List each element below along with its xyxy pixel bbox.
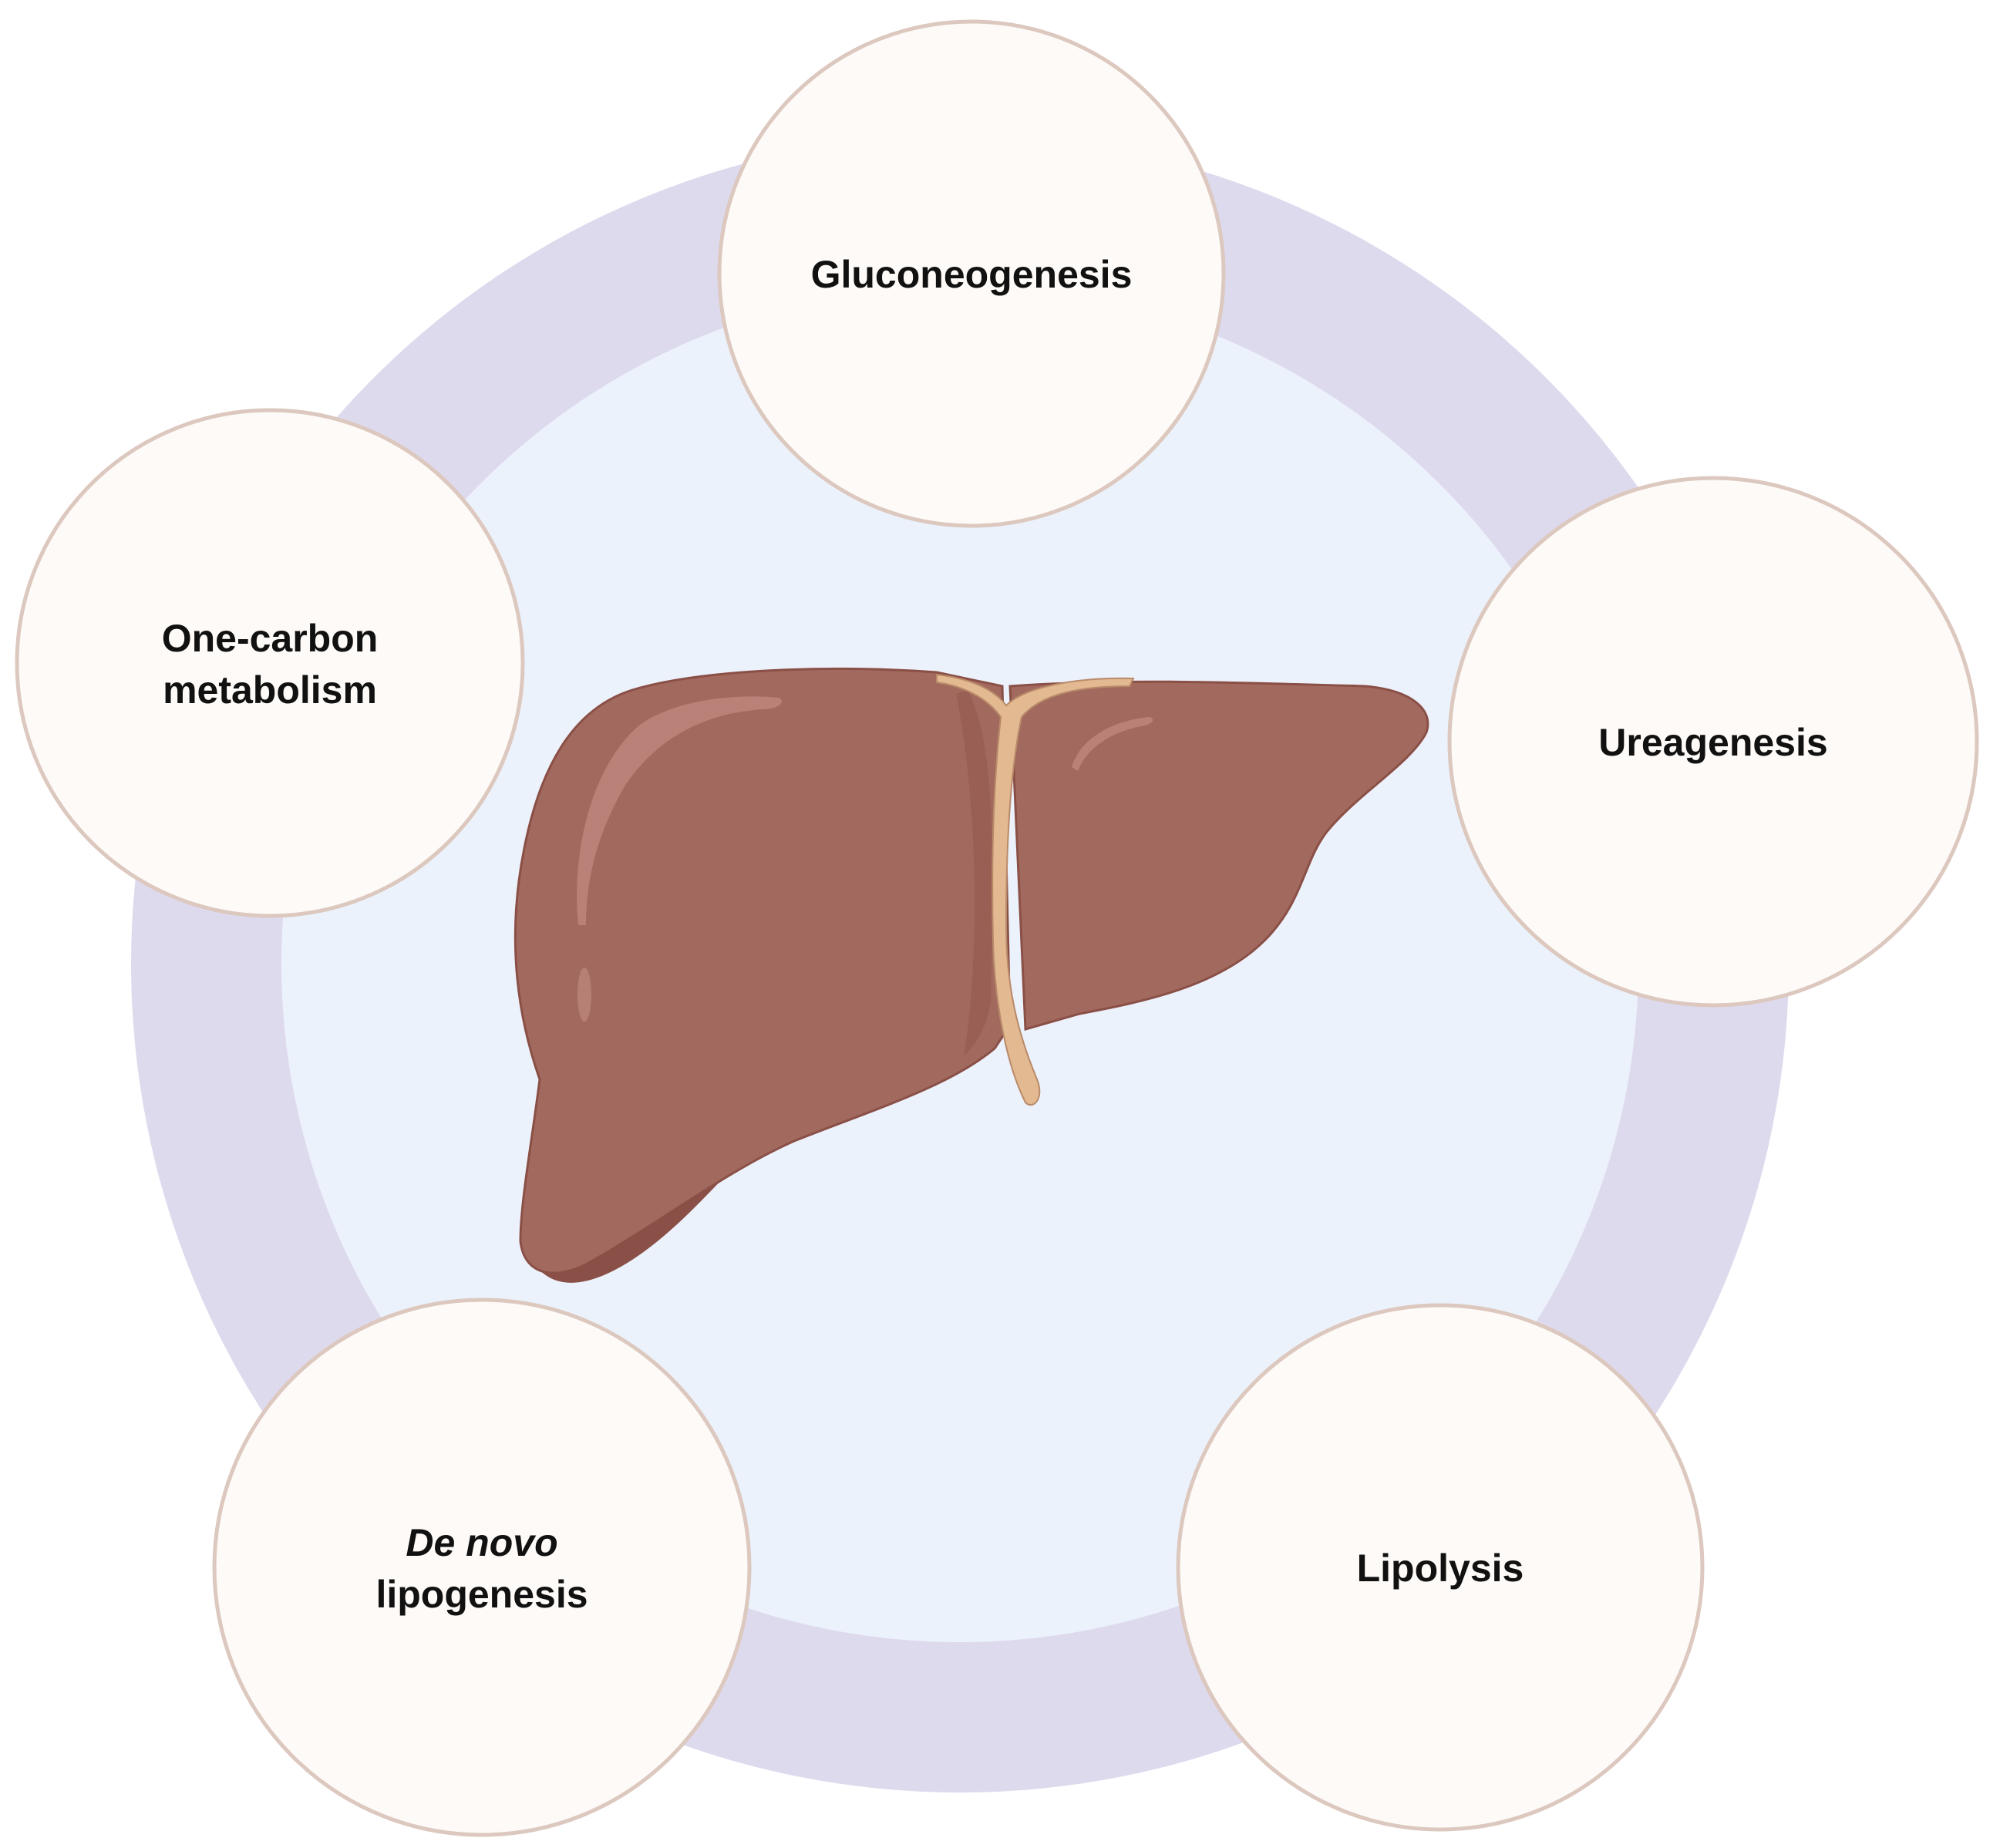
liver-highlight-dot <box>577 968 591 1022</box>
node-label-ureagenesis: Ureagenesis <box>1598 721 1827 764</box>
node-gluconeogenesis: Gluconeogenesis <box>717 19 1226 528</box>
node-label-metabolism: metabolism <box>163 668 377 712</box>
liver-left-lobe <box>1008 680 1429 1031</box>
node-one-carbon-metabolism: One-carbon metabolism <box>15 408 525 918</box>
node-circle <box>1176 1303 1705 1832</box>
node-label-de-novo: De novo <box>406 1521 557 1564</box>
node-circle <box>15 408 525 918</box>
node-circle <box>1447 476 1979 1008</box>
node-label-one-carbon: One-carbon <box>162 617 379 660</box>
liver-fold-shadow <box>956 690 993 1056</box>
node-de-novo-lipogenesis: De novo lipogenesis <box>212 1298 752 1837</box>
node-lipolysis: Lipolysis <box>1176 1303 1705 1832</box>
node-label-gluconeogenesis: Gluconeogenesis <box>811 253 1133 296</box>
falciform-ligament <box>936 673 1135 1106</box>
liver-right-lobe <box>513 667 1012 1274</box>
liver-icon <box>513 667 1429 1283</box>
node-label-lipolysis: Lipolysis <box>1357 1547 1524 1590</box>
node-ureagenesis: Ureagenesis <box>1447 476 1979 1008</box>
node-circle <box>717 19 1226 528</box>
liver-highlight-large <box>577 696 782 925</box>
node-label-lipogenesis: lipogenesis <box>375 1573 588 1616</box>
liver-highlight-small <box>1072 717 1153 771</box>
node-circle <box>212 1298 752 1837</box>
